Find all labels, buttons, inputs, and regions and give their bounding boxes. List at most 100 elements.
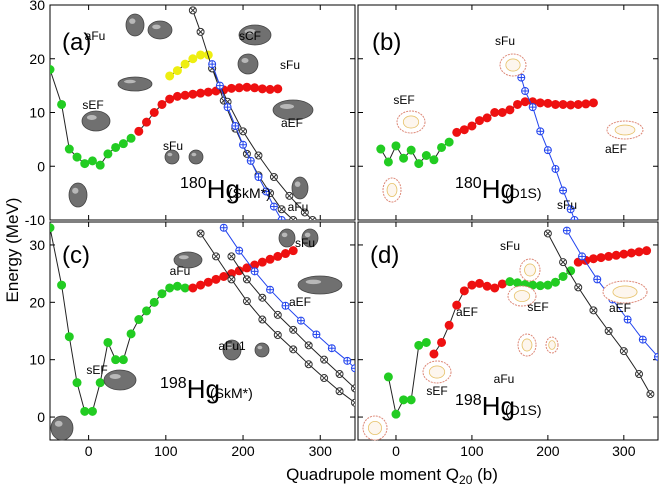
point-cross (274, 332, 281, 338)
data-point (437, 337, 447, 347)
nucleus-shape-highlight (257, 345, 263, 350)
point-cross (286, 192, 293, 199)
data-point (406, 145, 416, 155)
crossed-point (266, 285, 275, 294)
nucleus-shape-highlight (109, 374, 121, 379)
nucleus-shape-highlight (191, 152, 197, 157)
data-point (588, 254, 598, 264)
data-point (180, 283, 190, 293)
crossed-point (320, 374, 329, 383)
nucleus-shape-picture (278, 228, 296, 248)
point-cross (575, 284, 582, 291)
nucleus-shape-picture (147, 20, 173, 40)
data-point (188, 89, 198, 99)
data-point (512, 99, 522, 109)
point-cross (590, 307, 597, 314)
shape-annotation: sEF (82, 98, 103, 112)
data-point (95, 160, 105, 170)
data-point (80, 159, 90, 169)
panel-label: (a) (62, 29, 91, 56)
crossed-point (273, 331, 282, 340)
nucleus-shape-picture (237, 53, 259, 75)
crossed-point (235, 246, 244, 255)
shape-annotation: aEF (456, 305, 478, 319)
crossed-point (242, 297, 251, 306)
point-ring (289, 216, 298, 220)
point-cross (290, 217, 294, 220)
data-point (604, 251, 614, 261)
data-point (505, 105, 515, 115)
shape-annotation: sFu (557, 198, 577, 212)
point-cross (636, 371, 642, 377)
data-point (180, 59, 190, 69)
point-cross (259, 316, 266, 323)
shape-annotation: sEF (426, 384, 447, 398)
data-point (219, 272, 229, 281)
x-tick-label: 0 (392, 443, 400, 459)
nucleus-shape-highlight (280, 104, 294, 109)
point-cross (189, 7, 196, 14)
crossed-point (223, 103, 232, 112)
point-cross (321, 356, 327, 363)
point-cross (605, 328, 612, 334)
point-cross (259, 294, 266, 301)
crossed-point (231, 121, 240, 130)
crossed-point (196, 229, 205, 238)
point-cross (647, 391, 654, 397)
crossed-point (215, 81, 224, 90)
crossed-point (536, 127, 545, 136)
series-line (231, 256, 355, 389)
nucleus-shape-picture (50, 415, 74, 441)
y-tick-label: 10 (29, 105, 45, 121)
panel-label: (b) (372, 29, 401, 56)
data-point (172, 281, 182, 291)
crossed-point (327, 344, 336, 353)
crossed-point (312, 330, 321, 339)
density-contour-picture (524, 263, 536, 277)
crossed-point (562, 226, 571, 235)
data-point (429, 155, 439, 165)
data-point (611, 250, 621, 260)
nucleus-shape-picture (188, 149, 204, 165)
data-point (172, 91, 182, 101)
crossed-point (246, 156, 255, 165)
point-cross (321, 375, 327, 381)
data-point (383, 372, 393, 382)
data-point (626, 248, 636, 258)
data-point (111, 355, 121, 365)
crossed-point (239, 140, 248, 149)
crossed-point (623, 315, 632, 324)
nucleus-shape-picture (254, 342, 270, 358)
crossed-point (258, 315, 267, 324)
data-point (95, 378, 105, 388)
functional-label: (SkM*) (228, 185, 271, 201)
point-cross (271, 174, 277, 180)
point-cross (352, 387, 355, 392)
point-cross (336, 371, 343, 377)
crossed-point (574, 283, 583, 292)
density-contour-picture (402, 115, 420, 129)
nucleus-shape-highlight (129, 18, 136, 24)
point-cross (305, 361, 312, 368)
point-cross (244, 276, 250, 283)
nucleus-shape-highlight (152, 24, 161, 30)
data-point (505, 277, 515, 287)
data-point (452, 127, 462, 137)
y-axis-label: Energy (MeV) (3, 198, 22, 303)
nucleus-shape-picture (68, 182, 88, 208)
data-point (211, 274, 221, 284)
crossed-point (242, 275, 251, 284)
nucleus-shape-highlight (281, 232, 288, 238)
series-line (223, 227, 355, 369)
crossed-point (351, 364, 355, 373)
crossed-point (335, 370, 344, 379)
crossed-point (578, 252, 587, 261)
data-point (634, 247, 644, 257)
data-point (558, 272, 568, 281)
data-point (619, 249, 629, 259)
series-line (547, 233, 651, 395)
data-point (421, 337, 431, 347)
nucleus-shape-highlight (226, 344, 233, 349)
